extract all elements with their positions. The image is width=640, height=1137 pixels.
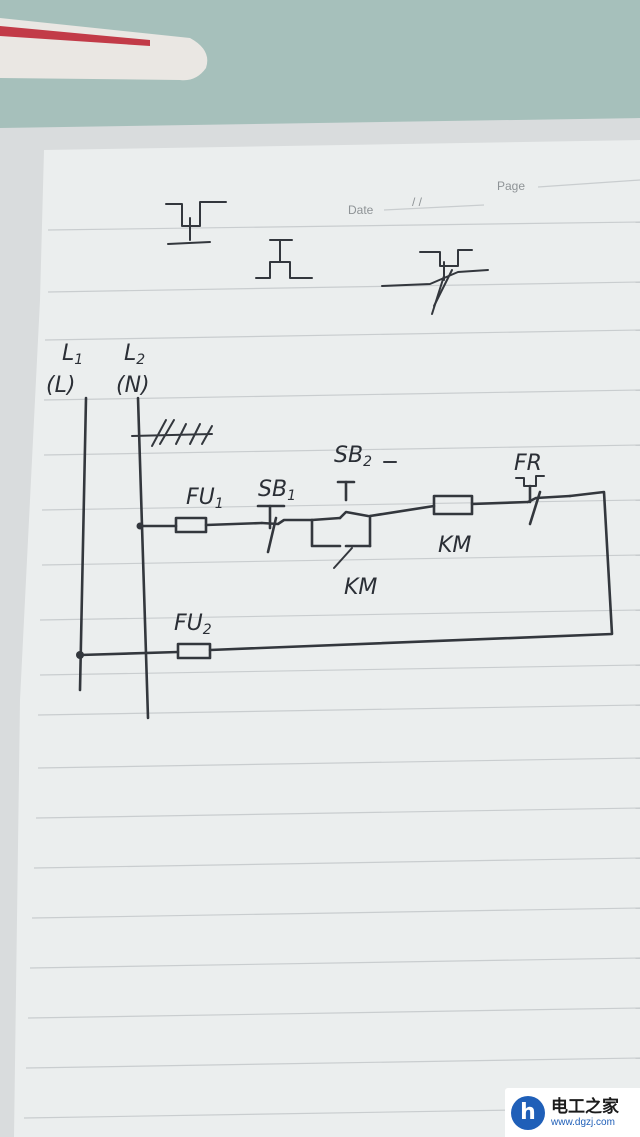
wire-to-km-coil	[368, 504, 436, 518]
symbol-sketch-1	[165, 201, 227, 245]
label-l1-paren: (L)	[46, 373, 75, 398]
label-sb1: SB1	[258, 477, 296, 504]
control-wire-upper	[138, 521, 264, 528]
power-rail-l1	[78, 396, 88, 692]
label-l2-paren: (N)	[116, 373, 150, 398]
control-wire-return	[78, 490, 614, 657]
label-km-coil: KM	[438, 533, 471, 558]
symbol-sketch-3	[381, 249, 489, 315]
label-km-contact: KM	[344, 575, 377, 600]
fuse-fu1	[174, 516, 208, 534]
date-slashes: / /	[412, 195, 423, 209]
watermark-url: www.dgzj.com	[551, 1116, 615, 1128]
seal-in-branch	[310, 514, 372, 569]
label-l2: L2	[124, 341, 145, 368]
watermark-name: 电工之家	[551, 1096, 619, 1117]
label-fu2: FU2	[174, 611, 212, 638]
power-rail-l2	[136, 396, 150, 720]
thermal-relay-fr	[515, 475, 572, 526]
watermark-text: 电工之家 www.dgzj.com	[551, 1097, 619, 1129]
wire-to-fr	[470, 500, 530, 506]
stop-button-sb1	[256, 504, 314, 554]
symbol-sketch-2	[255, 239, 313, 279]
label-sb2: SB2	[334, 443, 372, 470]
page-underline	[537, 179, 640, 188]
label-fu1: FU1	[186, 485, 224, 512]
notebook-page	[14, 140, 640, 1137]
label-fr: FR	[514, 451, 542, 476]
logo-glyph: h	[520, 1099, 536, 1125]
page-label: Page	[497, 179, 525, 193]
date-underline	[383, 204, 485, 211]
label-l1: L1	[62, 341, 83, 368]
logo-icon: h	[511, 1095, 545, 1130]
start-button-sb2	[336, 480, 370, 520]
date-label: Date	[348, 203, 374, 217]
pen	[0, 18, 208, 81]
fuse-fu2	[176, 642, 212, 660]
site-watermark: h 电工之家 www.dgzj.com	[505, 1088, 640, 1137]
hatch-marks	[131, 419, 213, 447]
